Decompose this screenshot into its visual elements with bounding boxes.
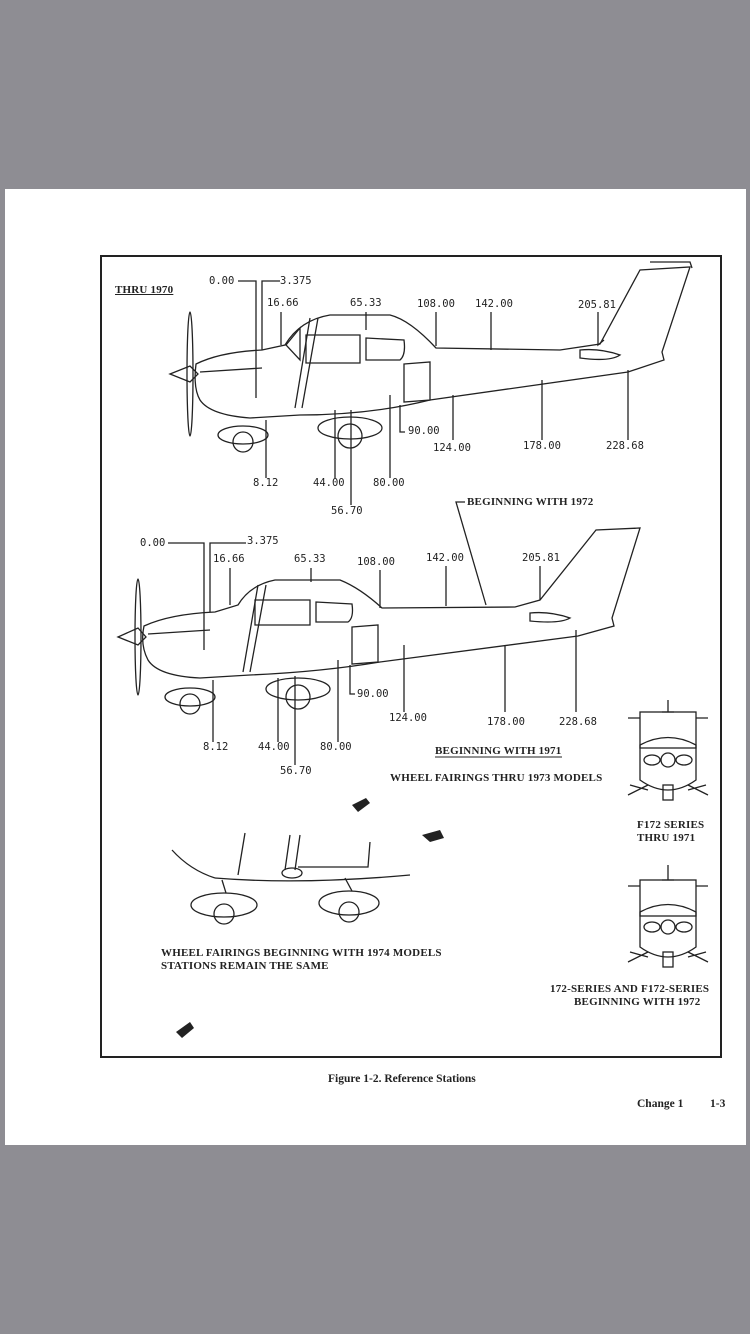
station-label: 0.00 bbox=[140, 537, 166, 549]
station-label: 56.70 bbox=[280, 765, 312, 777]
front-view-172-drawing bbox=[627, 865, 709, 968]
station-label: 142.00 bbox=[426, 552, 464, 564]
station-label: 80.00 bbox=[373, 477, 405, 489]
front-view-f172-drawing bbox=[627, 700, 709, 801]
station-label: 16.66 bbox=[267, 297, 299, 309]
station-label: 80.00 bbox=[320, 741, 352, 753]
page-number: 1-3 bbox=[710, 1098, 726, 1110]
station-label: 90.00 bbox=[408, 425, 440, 437]
station-label: 178.00 bbox=[523, 440, 561, 452]
station-label: 228.68 bbox=[606, 440, 644, 452]
wheel-fairings-1974-drawing bbox=[171, 832, 411, 925]
station-label: 8.12 bbox=[253, 477, 279, 489]
station-label: 108.00 bbox=[357, 556, 395, 568]
station-label: 108.00 bbox=[417, 298, 455, 310]
station-label: 90.00 bbox=[357, 688, 389, 700]
station-label: 16.66 bbox=[213, 553, 245, 565]
change-label: Change 1 bbox=[637, 1098, 684, 1110]
view-title-beginning-1971: BEGINNING WITH 1971 bbox=[435, 745, 562, 757]
airplane-side-view-1971 bbox=[116, 527, 641, 765]
callout-beginning-1972: BEGINNING WITH 1972 bbox=[467, 496, 594, 508]
station-label: 44.00 bbox=[258, 741, 290, 753]
caption-wheel-fairings-1974-line2: STATIONS REMAIN THE SAME bbox=[161, 960, 329, 972]
station-label: 142.00 bbox=[475, 298, 513, 310]
station-label: 44.00 bbox=[313, 477, 345, 489]
caption-f172-line2: THRU 1971 bbox=[637, 832, 696, 844]
station-label: 124.00 bbox=[433, 442, 471, 454]
station-label: 124.00 bbox=[389, 712, 427, 724]
view-title-thru-1970: THRU 1970 bbox=[115, 284, 174, 296]
airplane-side-view-1970 bbox=[168, 261, 693, 606]
station-label: 228.68 bbox=[559, 716, 597, 728]
station-label: 178.00 bbox=[487, 716, 525, 728]
station-label: 65.33 bbox=[350, 297, 382, 309]
station-label: 205.81 bbox=[522, 552, 560, 564]
station-label: 65.33 bbox=[294, 553, 326, 565]
station-label: 8.12 bbox=[203, 741, 229, 753]
figure-caption: Figure 1-2. Reference Stations bbox=[328, 1073, 476, 1085]
station-label: 0.00 bbox=[209, 275, 235, 287]
caption-f172-line1: F172 SERIES bbox=[637, 819, 705, 831]
document-page bbox=[5, 189, 746, 1145]
caption-wheel-fairings-1974-line1: WHEEL FAIRINGS BEGINNING WITH 1974 MODEL… bbox=[161, 947, 442, 959]
station-label: 3.375 bbox=[280, 275, 312, 287]
caption-172-line1: 172-SERIES AND F172-SERIES bbox=[550, 983, 710, 995]
figure-frame bbox=[100, 255, 722, 1058]
station-label: 3.375 bbox=[247, 535, 279, 547]
caption-wheel-fairings-thru-1973: WHEEL FAIRINGS THRU 1973 MODELS bbox=[390, 772, 603, 784]
station-label: 56.70 bbox=[331, 505, 363, 517]
caption-172-line2: BEGINNING WITH 1972 bbox=[574, 996, 701, 1008]
station-label: 205.81 bbox=[578, 299, 616, 311]
